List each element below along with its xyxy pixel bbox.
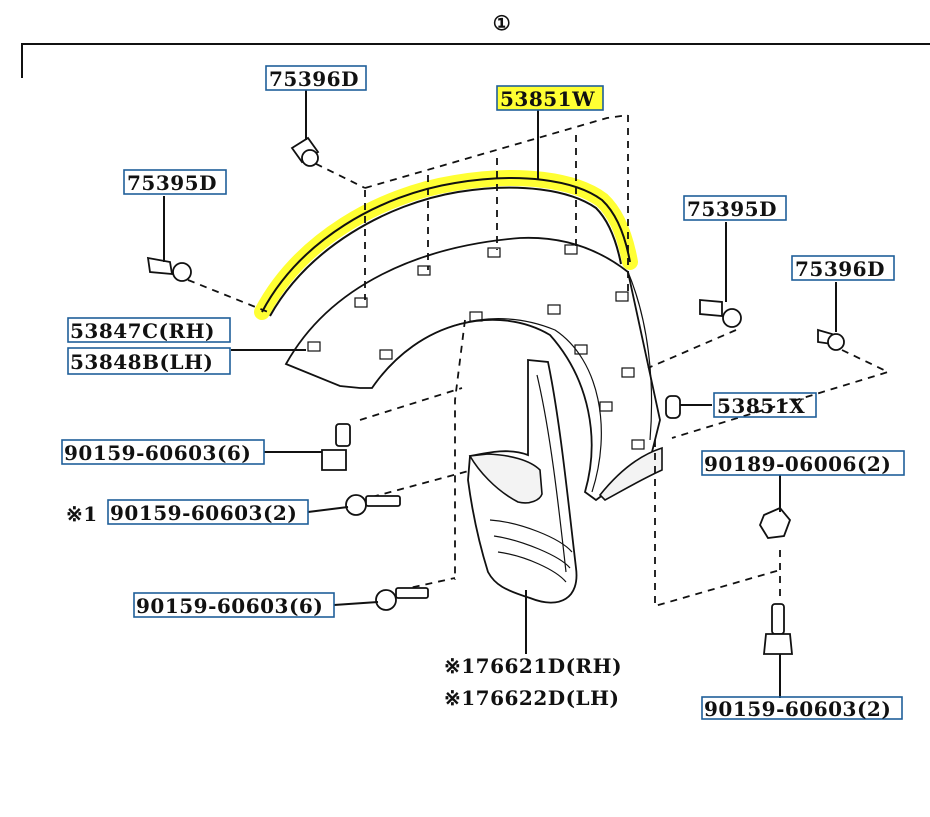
liner-clip-holes [307,244,645,450]
mud-flap-rib [536,374,567,573]
svg-text:75396D: 75396D [795,257,885,281]
mud-flap-grooves [489,519,573,583]
svg-text:53851X: 53851X [717,394,805,418]
moulding-inner-edge [269,186,622,317]
svg-text:75395D: 75395D [687,197,777,221]
svg-text:75395D: 75395D [127,171,217,195]
label-53851x: 53851X [713,392,817,418]
section-number: ① [493,11,511,35]
svg-text:75396D: 75396D [269,67,359,91]
nut-90189 [758,506,792,539]
label-75395d-right: 75395D [683,195,787,221]
clip-75396d-right [817,328,845,351]
label-53851w: 53851W [496,85,604,111]
label-53847c: 53847C(RH) [67,317,231,343]
svg-text:90159-60603(2): 90159-60603(2) [704,697,891,721]
clip-75396d-top [290,136,320,167]
svg-text:90159-60603(6): 90159-60603(6) [64,441,251,465]
bolt-90159-bottom [763,603,793,655]
label-90189: 90189-06006(2) [701,450,905,476]
label-90159-bottom: 90159-60603(2) [701,696,903,721]
mud-flap-bracket [468,453,543,504]
svg-text:90189-06006(2): 90189-06006(2) [704,452,891,476]
svg-text:※176621D(RH): ※176621D(RH) [444,654,622,678]
screw-90159-mid [345,494,401,516]
moulding-outer-edge [261,177,631,313]
label-176622d: ※176622D(LH) [444,686,619,710]
label-90159-lower: 90159-60603(6) [133,592,335,618]
alignment-lines [187,114,891,608]
clip-75395d-right [699,299,742,328]
leader-lines [163,90,837,698]
clip-75395d-left [146,256,192,282]
svg-text:53851W: 53851W [500,87,595,111]
liner-inner-edge [371,318,602,493]
svg-text:90159-60603(6): 90159-60603(6) [136,594,323,618]
label-176621d: ※176621D(RH) [444,654,622,678]
label-90159-mid: ※1 90159-60603(2) [66,499,309,526]
svg-text:53848B(LH): 53848B(LH) [70,350,213,374]
label-75396d-right: 75396D [791,255,895,281]
label-53848b: 53848B(LH) [67,347,231,375]
label-75396d-top: 75396D [265,65,367,91]
liner-lower-flap [598,446,663,501]
label-90159-upper: 90159-60603(6) [61,439,265,465]
svg-text:※176622D(LH): ※176622D(LH) [444,686,619,710]
label-75395d-left: 75395D [123,169,227,195]
svg-text:53847C(RH): 53847C(RH) [70,319,215,343]
section-bracket [21,43,930,78]
svg-text:90159-60603(2): 90159-60603(2) [110,501,297,525]
plug-53851x [665,395,681,419]
svg-text:※1: ※1 [66,502,98,526]
liner-rear-edge [627,271,653,441]
screw-90159-lower [375,587,429,611]
screw-90159-upper [321,423,351,471]
